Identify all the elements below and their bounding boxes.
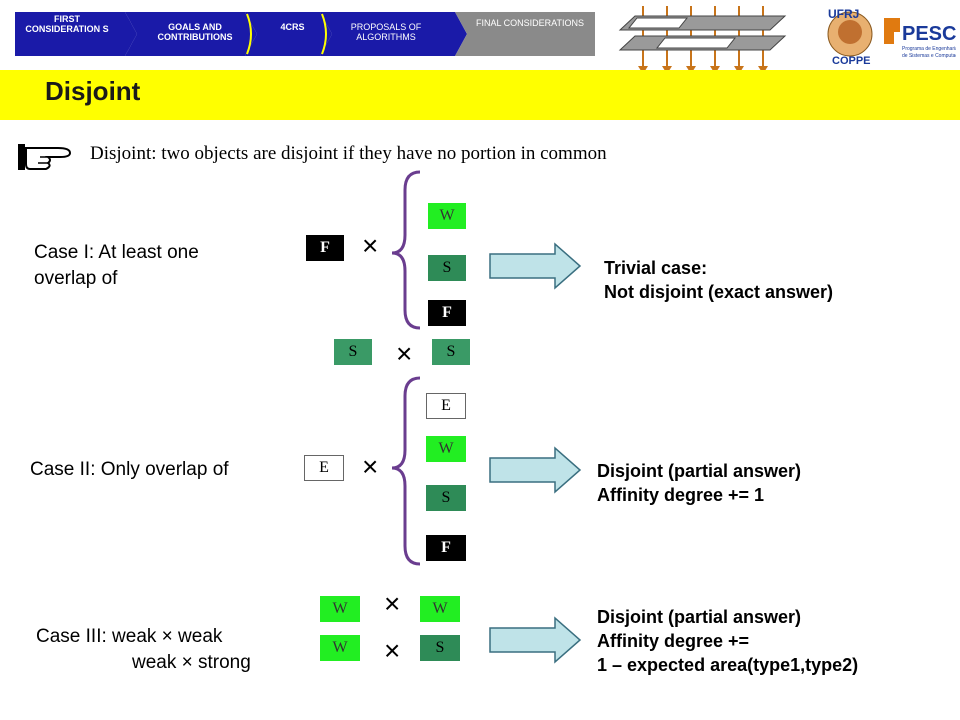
case1-result-line2: Not disjoint (exact answer) xyxy=(604,282,834,302)
case1-label: Case I: At least one overlap of xyxy=(34,240,199,292)
svg-text:PESC: PESC xyxy=(902,23,956,45)
case1-left-box: F xyxy=(306,235,344,261)
case1-result-line1: Trivial case: xyxy=(604,258,708,278)
case3-pair2-times-symbol: × xyxy=(384,635,401,666)
nav-item-final-considerations[interactable]: FINAL CONSIDERATIONS xyxy=(475,18,584,28)
case2-box-strong: S xyxy=(426,485,466,511)
case3-pair1-left-box: W xyxy=(320,596,360,622)
case2-result-line2: Affinity degree += 1 xyxy=(597,485,765,505)
svg-text:Programa de Engenharia: Programa de Engenharia xyxy=(902,46,956,52)
pointing-hand-icon xyxy=(18,144,72,170)
case1-box-strong: S xyxy=(428,255,466,281)
case1-result: Trivial case: Not disjoint (exact answer… xyxy=(604,256,833,304)
case1-label-line1: Case I: At least one xyxy=(34,242,199,263)
svg-text:de Sistemas e Computação: de Sistemas e Computação xyxy=(902,53,956,59)
case2-times-symbol: × xyxy=(362,451,379,482)
case1-times-symbol: × xyxy=(362,230,379,261)
case1-label-line2: overlap of xyxy=(34,268,118,289)
nav-item-4crs[interactable]: 4CRS xyxy=(280,22,305,32)
nav-item-first-considerations[interactable]: FIRST CONSIDERATION S xyxy=(25,14,109,34)
case3-result-line2: Affinity degree += xyxy=(597,631,750,651)
case3-result-line3: 1 – expected area(type1,type2) xyxy=(597,655,859,675)
case3-pair1-times-symbol: × xyxy=(384,588,401,619)
case3-result-line1: Disjoint (partial answer) xyxy=(597,607,802,627)
slide-title: Disjoint xyxy=(45,76,141,106)
case1-extra-right-box: S xyxy=(432,339,470,365)
section-nav: FIRST CONSIDERATION S GOALS AND CONTRIBU… xyxy=(15,10,595,58)
case2-result-line1: Disjoint (partial answer) xyxy=(597,461,802,481)
ufrj-logo: UFRJ COPPE xyxy=(822,4,878,67)
case3-label-line1: Case III: weak × weak xyxy=(36,626,223,647)
case2-box-full: F xyxy=(426,535,466,561)
case1-box-full: F xyxy=(428,300,466,326)
svg-text:COPPE: COPPE xyxy=(832,55,871,66)
case1-extra-left-box: S xyxy=(334,339,372,365)
case1-box-weak: W xyxy=(428,203,466,229)
case2-box-weak: W xyxy=(426,436,466,462)
layered-grid-graphic xyxy=(618,6,787,74)
case3-pair2-left-box: W xyxy=(320,635,360,661)
case3-result: Disjoint (partial answer) Affinity degre… xyxy=(597,605,858,677)
pesc-logo: PESC Programa de Engenharia de Sistemas … xyxy=(884,16,960,64)
definition-text: Disjoint: two objects are disjoint if th… xyxy=(90,143,607,164)
case3-pair1-right-box: W xyxy=(420,596,460,622)
case2-left-box: E xyxy=(304,455,344,481)
title-band xyxy=(0,70,960,120)
svg-text:UFRJ: UFRJ xyxy=(828,7,859,21)
case3-label: Case III: weak × weak weak × strong xyxy=(36,624,251,676)
nav-shapes xyxy=(15,12,595,56)
case2-result: Disjoint (partial answer) Affinity degre… xyxy=(597,459,801,507)
case2-label: Case II: Only overlap of xyxy=(30,459,229,480)
case1-extra-times-symbol: × xyxy=(396,338,413,369)
case3-label-line2: weak × strong xyxy=(132,652,251,673)
nav-item-proposals[interactable]: PROPOSALS OF ALGORITHMS xyxy=(350,22,422,42)
case2-box-empty: E xyxy=(426,393,466,419)
case3-pair2-right-box: S xyxy=(420,635,460,661)
nav-item-goals[interactable]: GOALS AND CONTRIBUTIONS xyxy=(157,22,233,42)
